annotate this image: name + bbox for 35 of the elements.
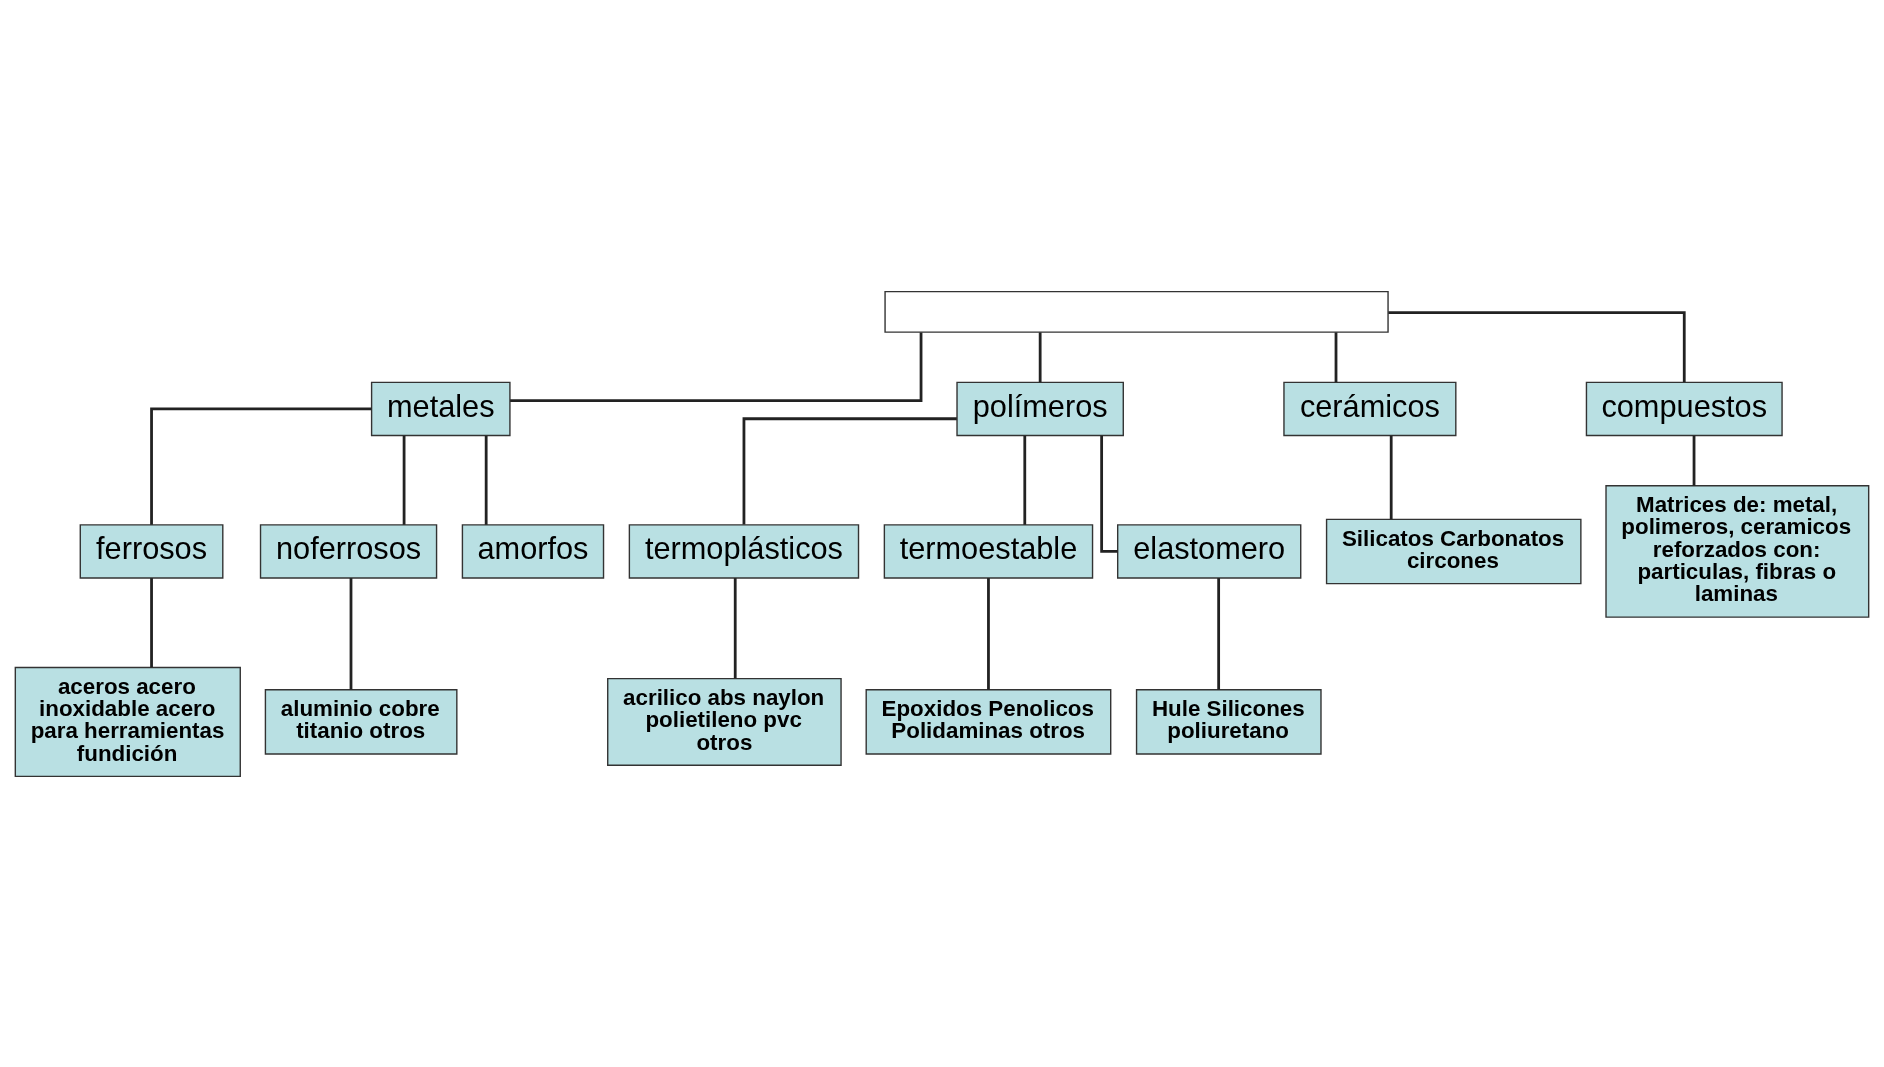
node-box: Epoxidos Penolicos Polidaminas otros bbox=[865, 688, 1112, 755]
connector bbox=[150, 407, 372, 525]
connector bbox=[1389, 435, 1393, 519]
node-box: cerámicos bbox=[1283, 381, 1457, 436]
connector bbox=[1023, 435, 1027, 525]
connector bbox=[402, 435, 406, 525]
node-box: amorfos bbox=[461, 523, 605, 579]
connector bbox=[1334, 331, 1338, 382]
node-box: Silicatos Carbonatos circones bbox=[1325, 518, 1582, 584]
connector bbox=[484, 435, 488, 525]
node-box: noferrosos bbox=[259, 523, 438, 579]
node-box: aluminio cobre titanio otros bbox=[264, 688, 458, 755]
node-box bbox=[884, 290, 1389, 333]
node-box: polímeros bbox=[956, 381, 1124, 436]
node-box: elastomero bbox=[1117, 523, 1302, 579]
connector bbox=[150, 577, 153, 667]
connector bbox=[1038, 331, 1042, 382]
node-box: termoestable bbox=[883, 523, 1094, 579]
node-box: Matrices de: metal, polimeros, ceramicos reforzados con: particulas, fibras o laminas bbox=[1605, 484, 1870, 618]
node-box: termoplásticos bbox=[628, 523, 860, 579]
connector bbox=[733, 577, 737, 678]
connector bbox=[1388, 310, 1686, 382]
node-box: metales bbox=[370, 381, 511, 436]
node-box: compuestos bbox=[1585, 381, 1783, 436]
node-box: ferrosos bbox=[79, 523, 224, 579]
connector bbox=[510, 331, 923, 402]
node-box: acrilico abs naylon polietileno pvc otros bbox=[607, 677, 842, 766]
connector bbox=[1217, 577, 1221, 690]
connector bbox=[742, 416, 957, 525]
node-box: Hule Silicones poliuretano bbox=[1135, 688, 1322, 755]
connector bbox=[1100, 435, 1118, 553]
node-box: aceros acero inoxidable acero para herramientas fundición bbox=[14, 666, 241, 777]
connector bbox=[349, 577, 353, 690]
connector bbox=[1692, 435, 1696, 486]
connector bbox=[987, 577, 990, 690]
